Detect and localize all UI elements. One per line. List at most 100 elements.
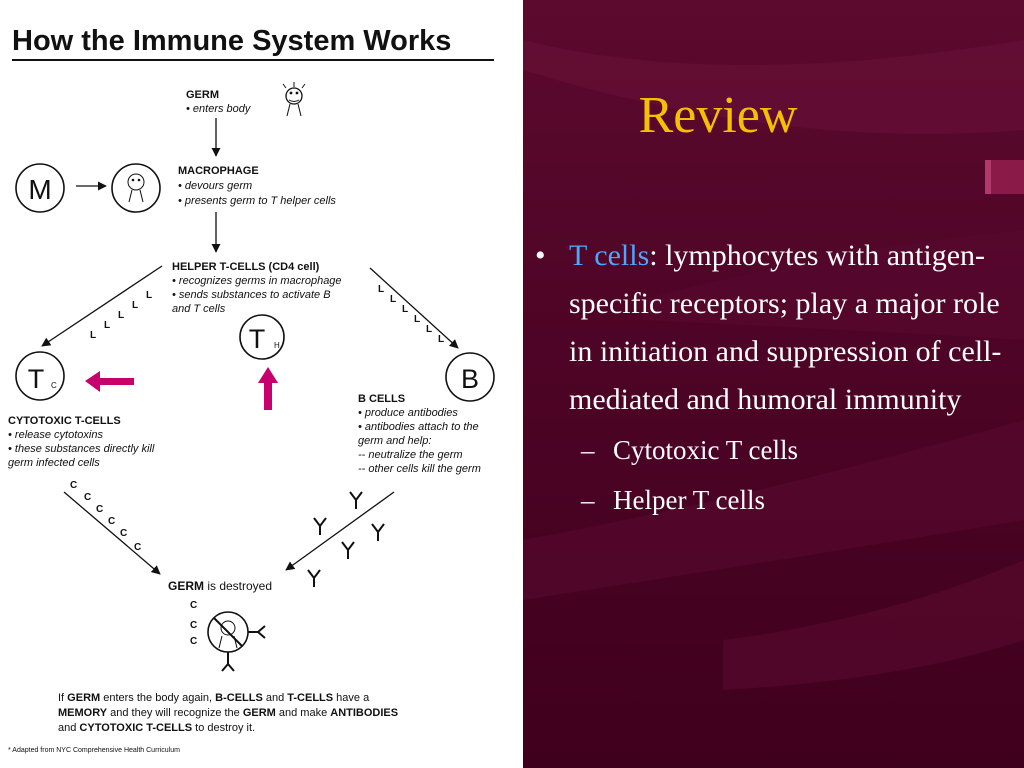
highlight-up-arrow bbox=[258, 367, 278, 410]
memory-note-3a: and bbox=[58, 722, 79, 734]
b-cell-circle: B bbox=[445, 352, 495, 402]
bullet-item: • T cells: lymphocytes with antigen-spec… bbox=[535, 232, 1005, 424]
macrophage-line-2: • presents germ to T helper cells bbox=[178, 195, 336, 207]
marker-l: L bbox=[414, 314, 420, 325]
memory-note-1c: enters the body again, bbox=[100, 692, 215, 704]
marker-c: C bbox=[108, 516, 115, 527]
memory-note-1b: GERM bbox=[67, 692, 100, 704]
bullet-term: T cells bbox=[569, 239, 650, 272]
helper-line-3: and T cells bbox=[172, 303, 226, 315]
bullet-text: : lymphocytes with antigen-specific rece… bbox=[569, 239, 1002, 416]
cytotoxin-markers-bottom: CCC bbox=[190, 600, 197, 647]
helper-heading: HELPER T-CELLS (CD4 cell) bbox=[172, 261, 320, 273]
macrophage-label: M bbox=[28, 174, 51, 205]
sub-item-cytotoxic: – Cytotoxic T cells bbox=[535, 426, 1005, 474]
arrow-helper-to-cytotoxic bbox=[41, 265, 163, 347]
arrow-cytotoxic-to-germ bbox=[63, 491, 161, 575]
marker-l: L bbox=[402, 304, 408, 315]
helper-line-2: • sends substances to activate B bbox=[172, 289, 331, 301]
antibody-icon bbox=[307, 569, 321, 587]
macrophage-heading: MACROPHAGE bbox=[178, 165, 259, 177]
slide-content: • T cells: lymphocytes with antigen-spec… bbox=[535, 232, 1005, 524]
highlight-left-arrow bbox=[85, 371, 134, 392]
memory-note-3c: to destroy it. bbox=[192, 722, 255, 734]
marker-l: L bbox=[438, 334, 444, 345]
bcells-line-1: • produce antibodies bbox=[358, 407, 458, 419]
antibody-icon bbox=[371, 523, 385, 541]
macrophage-circle: M bbox=[15, 163, 65, 213]
marker-c: C bbox=[70, 480, 77, 491]
antibody-icons bbox=[307, 491, 385, 587]
marker-l: L bbox=[104, 320, 110, 331]
memory-note-2e: ANTIBODIES bbox=[330, 707, 398, 719]
antibody-icon bbox=[341, 541, 355, 559]
memory-note-3b: CYTOTOXIC T-CELLS bbox=[79, 722, 192, 734]
cytotoxic-line-1: • release cytotoxins bbox=[8, 429, 103, 441]
bcells-line-3: germ and help: bbox=[358, 435, 431, 447]
memory-note-line-1: If GERM enters the body again, B-CELLS a… bbox=[58, 692, 370, 704]
memory-note-2a: MEMORY bbox=[58, 707, 108, 719]
memory-note-1d: B-CELLS bbox=[215, 692, 263, 704]
diagram-footnote: * Adapted from NYC Comprehensive Health … bbox=[8, 747, 180, 754]
antibody-icon bbox=[313, 517, 327, 535]
cytotoxic-t-label: T bbox=[28, 364, 45, 394]
sub-item-label: Cytotoxic T cells bbox=[613, 435, 798, 465]
marker-l: L bbox=[90, 330, 96, 341]
memory-note-1g: have a bbox=[333, 692, 370, 704]
slide-title: Review bbox=[638, 87, 798, 144]
antibody-icon bbox=[349, 491, 363, 509]
destroyed-germ-icon bbox=[207, 611, 266, 672]
germ-icon bbox=[282, 82, 306, 117]
marker-l: L bbox=[132, 300, 138, 311]
germ-heading: GERM bbox=[186, 89, 219, 101]
memory-note-2c: GERM bbox=[243, 707, 276, 719]
memory-note-line-3: and CYTOTOXIC T-CELLS to destroy it. bbox=[58, 722, 255, 734]
cytotoxic-t-cell-circle: T C bbox=[15, 351, 65, 401]
diagram-title: How the Immune System Works bbox=[12, 25, 451, 57]
diagram-canvas: How the Immune System Works GERM • enter… bbox=[8, 25, 495, 754]
helper-t-cell-circle: T H bbox=[239, 314, 285, 360]
germ-destroyed-bold: GERM bbox=[168, 579, 204, 593]
marker-c: C bbox=[134, 542, 141, 553]
sub-item-label: Helper T cells bbox=[613, 485, 765, 515]
marker-l: L bbox=[378, 284, 384, 295]
cytotoxic-line-2: • these substances directly kill bbox=[8, 443, 155, 455]
macrophage-with-germ-icon bbox=[111, 163, 161, 213]
marker-c: C bbox=[96, 504, 103, 515]
memory-note-2b: and they will recognize the bbox=[107, 707, 243, 719]
helper-line-1: • recognizes germs in macrophage bbox=[172, 275, 342, 287]
marker-c: C bbox=[190, 636, 197, 647]
marker-c: C bbox=[84, 492, 91, 503]
marker-l: L bbox=[390, 294, 396, 305]
memory-note-1e: and bbox=[263, 692, 287, 704]
slide-panel: Review • T cells: lymphocytes with antig… bbox=[523, 0, 1024, 768]
immune-system-diagram: How the Immune System Works GERM • enter… bbox=[0, 0, 523, 768]
marker-c: C bbox=[120, 528, 127, 539]
bcells-line-4: -- neutralize the germ bbox=[358, 449, 463, 461]
bcells-line-2: • antibodies attach to the bbox=[358, 421, 479, 433]
cytotoxic-heading: CYTOTOXIC T-CELLS bbox=[8, 415, 121, 427]
sub-item-helper: – Helper T cells bbox=[535, 476, 1005, 524]
marker-l: L bbox=[118, 310, 124, 321]
cytotoxic-t-sub-label: C bbox=[51, 381, 57, 390]
memory-note-1f: T-CELLS bbox=[287, 692, 333, 704]
marker-c: C bbox=[190, 620, 197, 631]
macrophage-line-1: • devours germ bbox=[178, 180, 252, 192]
marker-c: C bbox=[190, 600, 197, 611]
memory-note-1a: If bbox=[58, 692, 67, 704]
helper-t-sub-label: H bbox=[274, 341, 280, 350]
helper-t-label: T bbox=[249, 324, 266, 354]
germ-line: • enters body bbox=[186, 103, 252, 115]
marker-l: L bbox=[146, 290, 152, 301]
cytotoxic-line-3: germ infected cells bbox=[8, 457, 100, 469]
arrow-helper-to-bcell bbox=[369, 267, 459, 349]
sub-item-dash: – bbox=[581, 485, 595, 515]
bcells-heading: B CELLS bbox=[358, 393, 405, 405]
b-cell-label: B bbox=[461, 364, 479, 394]
arrow-bcell-to-germ bbox=[285, 491, 395, 571]
panel-background-shapes bbox=[523, 40, 1024, 690]
sub-item-dash: – bbox=[581, 435, 595, 465]
bcells-line-5: -- other cells kill the germ bbox=[358, 463, 481, 475]
